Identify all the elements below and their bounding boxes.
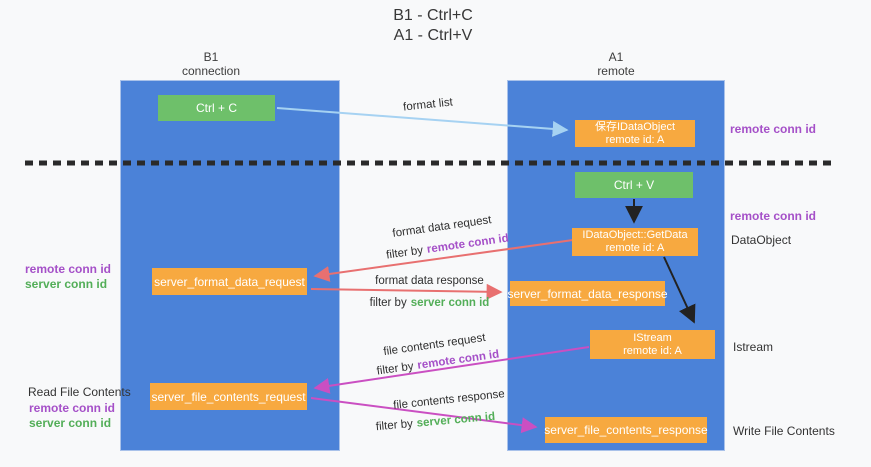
server-file-contents-response-label: server_file_contents_response: [544, 423, 708, 437]
diagram-title: B1 - Ctrl+C A1 - Ctrl+V: [298, 6, 568, 46]
ctrl-c-label: Ctrl + C: [195, 101, 237, 115]
idataobject-getdata-node: IDataObject::GetData remote id: A: [572, 228, 698, 256]
write-file-contents-annotation: Write File Contents: [733, 424, 835, 438]
server-conn-id-annotation-left1: server conn id: [25, 277, 108, 291]
lane-header-b1: B1 connection: [151, 50, 271, 78]
lane-a1-name: A1: [608, 50, 624, 64]
istream-line1: IStream: [633, 331, 672, 344]
save-idataobject-line1: 保存IDataObject: [594, 120, 676, 133]
filter-by-text: filter by: [375, 418, 414, 434]
server-format-data-request-node: server_format_data_request: [152, 268, 307, 295]
remote-conn-id-annotation-left1: remote conn id: [25, 262, 112, 276]
dataobject-annotation: DataObject: [731, 233, 792, 247]
save-idataobject-node: 保存IDataObject remote id: A: [575, 120, 695, 147]
lane-header-a1: A1 remote: [556, 50, 676, 78]
server-file-contents-request-node: server_file_contents_request: [150, 383, 307, 410]
file-request-conn-ids: remote conn id server conn id: [29, 401, 115, 431]
getdata-line2: remote id: A: [605, 242, 665, 254]
file-contents-response-arrow-label: file contents response: [392, 388, 506, 412]
title-line-1: B1 - Ctrl+C: [393, 7, 473, 24]
save-idataobject-line2: remote id: A: [605, 133, 665, 146]
istream-node: IStream remote id: A: [590, 330, 715, 359]
filter-by-text: filter by: [376, 360, 415, 378]
istream-annotation: Istream: [733, 340, 774, 354]
remote-conn-id-filter-text: remote conn id: [416, 348, 500, 372]
remote-conn-id-annotation-mid: remote conn id: [730, 209, 817, 223]
getdata-line1: IDataObject::GetData: [582, 229, 688, 241]
server-conn-id-filter-text: server conn id: [416, 410, 496, 430]
title-line-2: A1 - Ctrl+V: [393, 27, 473, 44]
server-conn-id-filter-text: server conn id: [410, 297, 490, 309]
server-format-data-response-label: server_format_data_response: [507, 286, 668, 301]
lane-b1-name: B1: [203, 50, 219, 64]
ctrl-v-label: Ctrl + V: [613, 178, 655, 192]
read-file-contents-annotation: Read File Contents: [28, 385, 131, 399]
server-file-contents-response-node: server_file_contents_response: [544, 417, 708, 443]
remote-conn-id-annotation-left2: remote conn id: [29, 401, 116, 415]
remote-conn-id-annotation-top: remote conn id: [730, 122, 817, 136]
filter-by-text: filter by: [369, 297, 407, 309]
server-format-data-response-node: server_format_data_response: [507, 281, 668, 306]
remote-conn-id-filter-text: remote conn id: [426, 232, 510, 256]
ctrl-c-node: Ctrl + C: [158, 95, 275, 121]
format-request-conn-ids: remote conn id server conn id: [25, 262, 111, 292]
lane-a1-subtitle: remote: [597, 64, 635, 78]
server-format-data-request-label: server_format_data_request: [154, 274, 305, 289]
istream-line2: remote id: A: [623, 344, 682, 357]
filter-by-text: filter by: [385, 244, 424, 262]
format-data-response-arrow-label: format data response: [375, 275, 484, 287]
lane-b1-subtitle: connection: [181, 64, 241, 78]
format-list-arrow-label: format list: [402, 96, 454, 114]
server-conn-id-annotation-left2: server conn id: [29, 416, 112, 430]
ctrl-v-node: Ctrl + V: [575, 172, 693, 198]
server-file-contents-request-label: server_file_contents_request: [151, 389, 306, 404]
